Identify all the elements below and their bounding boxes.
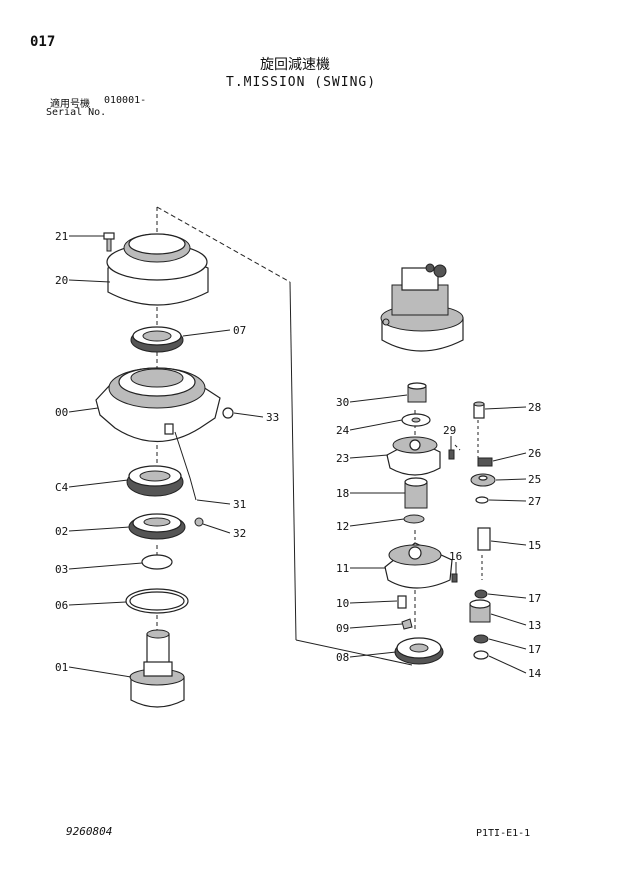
label-09: 09: [336, 622, 349, 635]
serial-label-japanese: 適用号機: [50, 99, 90, 110]
label-20: 20: [55, 274, 68, 287]
label-17-upper: 17: [528, 592, 541, 605]
label-26: 26: [528, 447, 541, 460]
serial-label-english: Serial No.: [46, 107, 107, 118]
part-02-seal: [128, 513, 186, 540]
title-english: T.MISSION (SWING): [226, 75, 377, 90]
page-number: 017: [30, 34, 56, 50]
label-13: 13: [528, 619, 541, 632]
label-12: 12: [336, 520, 349, 533]
label-02: 02: [55, 525, 68, 538]
part-20-ring-gear: [106, 233, 209, 306]
label-08: 08: [336, 651, 349, 664]
label-04: C4: [55, 481, 69, 494]
part-30-gear: [407, 382, 427, 403]
label-18: 18: [336, 487, 349, 500]
part-15-shaft: [477, 527, 491, 551]
part-28-shaft: [473, 401, 485, 419]
part-27-washer: [475, 496, 489, 504]
part-number-labels: 21 20 07 00 33 C4 31 02 32 03 06 01 30 2…: [55, 230, 542, 680]
label-29: 29: [443, 424, 456, 437]
serial-value: 010001-: [104, 95, 147, 106]
label-27: 27: [528, 495, 541, 508]
label-24: 24: [336, 424, 350, 437]
page-code: P1TI-E1-1: [476, 828, 531, 839]
part-16-pin: [451, 573, 458, 583]
label-28: 28: [528, 401, 541, 414]
label-03: 03: [55, 563, 68, 576]
label-01: 01: [55, 661, 68, 674]
label-11: 11: [336, 562, 349, 575]
part-12-washer: [403, 514, 425, 524]
part-00-housing: [95, 367, 221, 443]
part-23-carrier: [386, 436, 441, 476]
part-29-pin: [448, 449, 455, 460]
label-14: 14: [528, 667, 542, 680]
label-23: 23: [336, 452, 349, 465]
part-06-ring: [125, 588, 189, 614]
part-13-gear: [469, 599, 491, 623]
part-09-plate: [401, 618, 413, 630]
label-15: 15: [528, 539, 541, 552]
part-18-gear: [404, 477, 428, 509]
document-code: 9260804: [66, 825, 113, 838]
label-16: 16: [449, 550, 462, 563]
part-32-plug: [194, 517, 204, 527]
label-00: 00: [55, 406, 68, 419]
title-japanese: 旋回減速機: [260, 57, 330, 73]
part-01-shaft: [129, 629, 185, 708]
label-21: 21: [55, 230, 68, 243]
part-10-bolt: [397, 595, 407, 609]
part-26-gear: [477, 457, 493, 467]
part-11-carrier: [384, 542, 453, 589]
part-33-plug: [222, 407, 234, 419]
part-03-o-ring: [141, 554, 173, 570]
label-07: 07: [233, 324, 246, 337]
assembly-thumbnail: [380, 263, 464, 352]
label-17-lower: 17: [528, 643, 541, 656]
part-14-washer: [473, 650, 489, 660]
label-33: 33: [266, 411, 279, 424]
label-32: 32: [233, 527, 246, 540]
part-07-bearing: [130, 326, 184, 353]
part-17-gear-lower: [473, 634, 489, 644]
label-06: 06: [55, 599, 68, 612]
part-17-gear-upper: [474, 589, 488, 599]
label-31: 31: [233, 498, 246, 511]
label-10: 10: [336, 597, 349, 610]
part-04-bearing: [126, 465, 184, 497]
label-30: 30: [336, 396, 349, 409]
part-24-washer: [401, 413, 431, 427]
label-25: 25: [528, 473, 541, 486]
leader-lines: [68, 235, 527, 678]
part-31-pipe: [174, 431, 197, 501]
part-25-gear: [470, 473, 496, 487]
part-08-sun-gear: [394, 637, 444, 665]
part-21-bolt: [103, 232, 115, 252]
